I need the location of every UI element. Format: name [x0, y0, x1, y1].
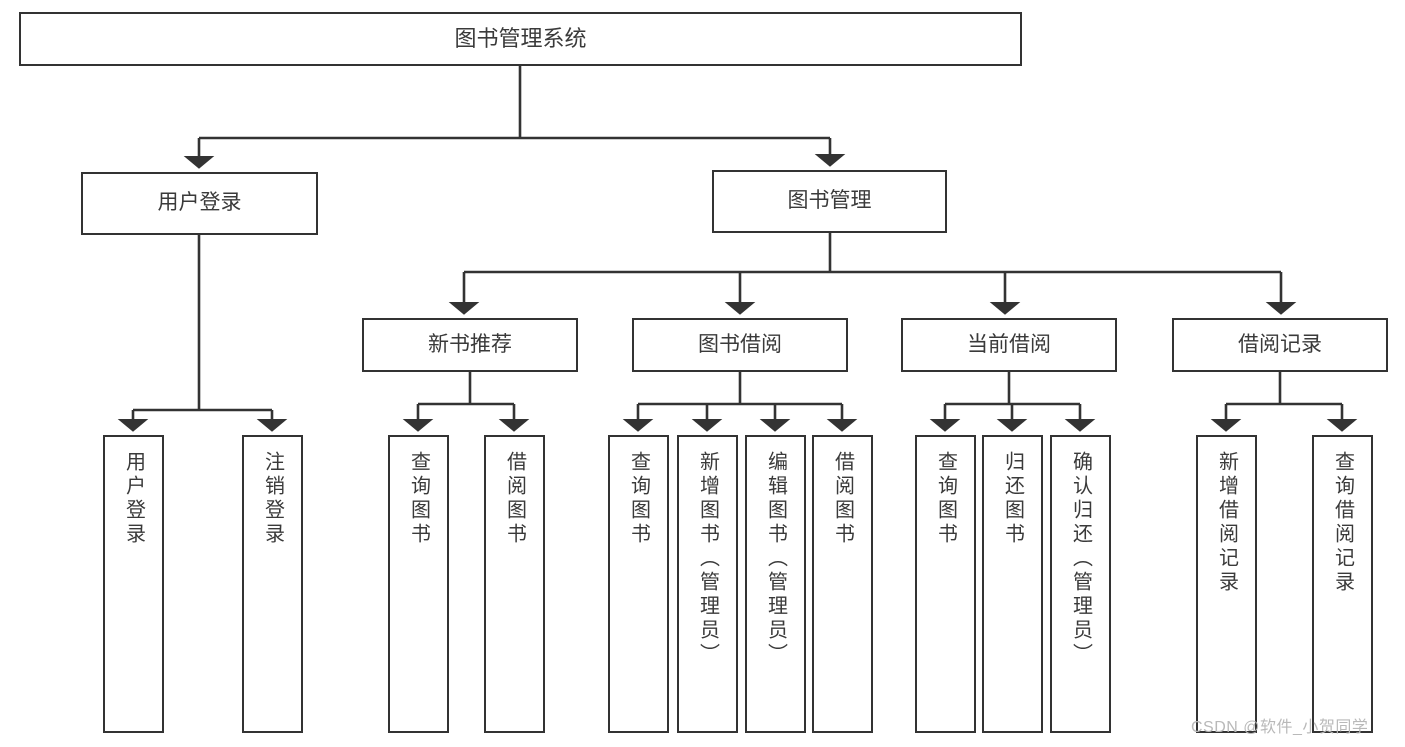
- node-book-borrow[interactable]: 图书借阅: [632, 318, 848, 372]
- leaf-record-add-record-label: 新增借阅记录: [1215, 451, 1238, 595]
- leaf-user-login-signout-label: 注销登录: [261, 451, 284, 547]
- node-root[interactable]: 图书管理系统: [19, 12, 1022, 66]
- leaf-borrow-borrow-book[interactable]: 借阅图书: [812, 435, 873, 733]
- leaf-recommend-borrow-book[interactable]: 借阅图书: [484, 435, 545, 733]
- node-new-book-recommend-label: 新书推荐: [428, 332, 512, 356]
- node-book-borrow-label: 图书借阅: [698, 332, 782, 356]
- leaf-borrow-add-book-label: 新增图书（管理员）: [696, 451, 719, 667]
- leaf-borrow-add-book[interactable]: 新增图书（管理员）: [677, 435, 738, 733]
- leaf-borrow-query-book[interactable]: 查询图书: [608, 435, 669, 733]
- leaf-record-query-record[interactable]: 查询借阅记录: [1312, 435, 1373, 733]
- leaf-borrow-query-book-label: 查询图书: [627, 451, 650, 547]
- node-user-login[interactable]: 用户登录: [81, 172, 318, 235]
- leaf-current-confirm-return[interactable]: 确认归还（管理员）: [1050, 435, 1111, 733]
- leaf-current-query-book-label: 查询图书: [934, 451, 957, 547]
- node-new-book-recommend[interactable]: 新书推荐: [362, 318, 578, 372]
- leaf-record-query-record-label: 查询借阅记录: [1331, 451, 1354, 595]
- node-borrow-record[interactable]: 借阅记录: [1172, 318, 1388, 372]
- node-current-borrow[interactable]: 当前借阅: [901, 318, 1117, 372]
- leaf-current-return-book[interactable]: 归还图书: [982, 435, 1043, 733]
- leaf-current-query-book[interactable]: 查询图书: [915, 435, 976, 733]
- leaf-borrow-edit-book-label: 编辑图书（管理员）: [764, 451, 787, 667]
- node-root-label: 图书管理系统: [454, 26, 587, 52]
- leaf-borrow-borrow-book-label: 借阅图书: [831, 451, 854, 547]
- leaf-current-return-book-label: 归还图书: [1001, 451, 1024, 547]
- leaf-recommend-query-book-label: 查询图书: [407, 451, 430, 547]
- leaf-user-login-signin[interactable]: 用户登录: [103, 435, 164, 733]
- node-borrow-record-label: 借阅记录: [1238, 332, 1322, 356]
- leaf-current-confirm-return-label: 确认归还（管理员）: [1069, 451, 1092, 667]
- leaf-record-add-record[interactable]: 新增借阅记录: [1196, 435, 1257, 733]
- leaf-recommend-borrow-book-label: 借阅图书: [503, 451, 526, 547]
- node-user-login-label: 用户登录: [157, 191, 242, 215]
- node-book-management[interactable]: 图书管理: [712, 170, 947, 233]
- node-book-management-label: 图书管理: [787, 189, 872, 213]
- leaf-recommend-query-book[interactable]: 查询图书: [388, 435, 449, 733]
- leaf-user-login-signout[interactable]: 注销登录: [242, 435, 303, 733]
- csdn-watermark: CSDN @软件_小贺同学: [1191, 719, 1369, 736]
- leaf-user-login-signin-label: 用户登录: [122, 451, 145, 547]
- node-current-borrow-label: 当前借阅: [967, 332, 1051, 356]
- leaf-borrow-edit-book[interactable]: 编辑图书（管理员）: [745, 435, 806, 733]
